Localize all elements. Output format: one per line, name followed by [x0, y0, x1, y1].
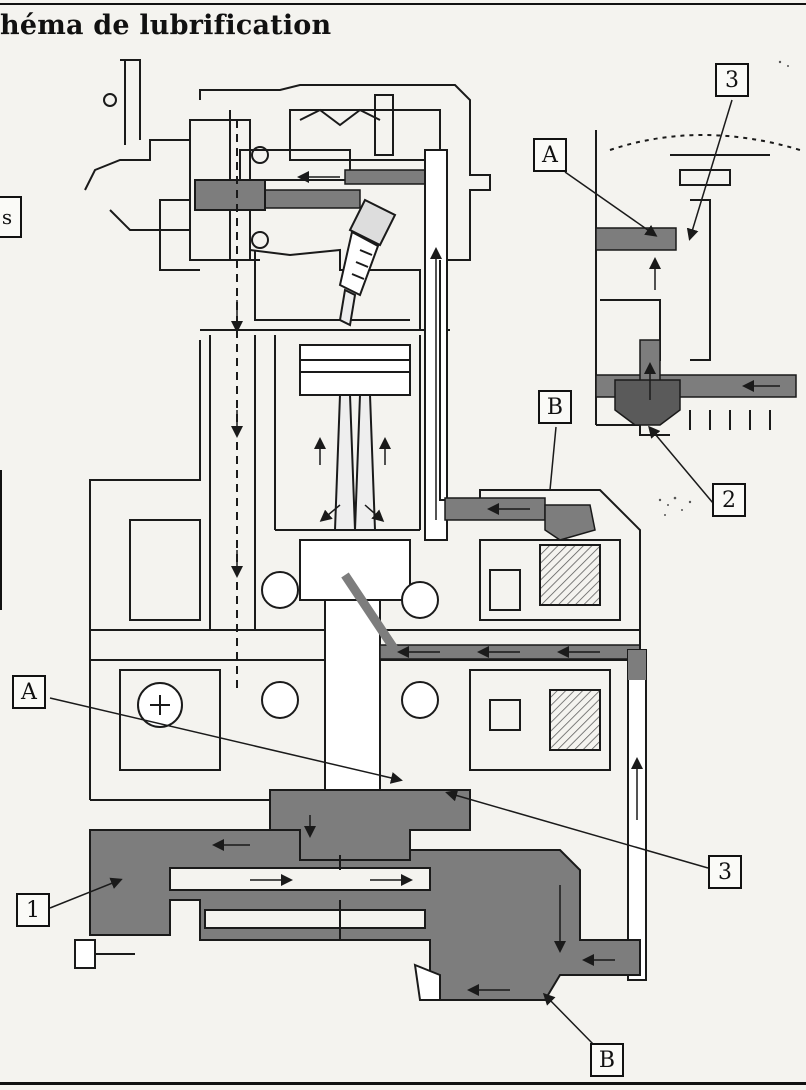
callout-bot-1: 1 — [16, 893, 50, 927]
inset-pump-chamber — [614, 379, 681, 426]
callout-top-B-text: B — [546, 394, 564, 420]
callout-top-B: B — [538, 390, 572, 424]
callout-top-A: A — [533, 138, 567, 172]
callout-bot-B-text: B — [598, 1047, 616, 1073]
left-gear-mechanism — [84, 59, 269, 271]
crank-splash-arrow-left — [319, 504, 341, 522]
head-oil-gallery — [264, 189, 361, 209]
left-border-line — [0, 470, 2, 610]
crank-splash-arrow-right — [364, 504, 385, 522]
pump-shaft — [169, 867, 431, 891]
crank-oil-feed — [341, 572, 399, 653]
top-border-line — [0, 3, 806, 5]
edge-label-text: s — [1, 205, 13, 229]
upper-right-oil-pocket — [544, 504, 596, 541]
callout-mid-A: A — [12, 675, 46, 709]
callout-mid-3: 3 — [708, 855, 742, 889]
bottom-border-line — [0, 1082, 806, 1085]
edge-label-tab: s — [0, 196, 22, 238]
clutch-housing — [439, 260, 641, 860]
callout-top-3-text: 3 — [725, 67, 739, 93]
page-title: héma de lubrification — [0, 10, 332, 41]
spark-plug — [338, 198, 397, 327]
callout-mid-3-text: 3 — [718, 859, 732, 885]
callout-top-A-text: A — [542, 142, 558, 168]
callout-top-2: 2 — [712, 483, 746, 517]
callout-top-2-text: 2 — [722, 487, 736, 513]
crankshaft-assembly — [90, 539, 640, 791]
pump-lower-shaft — [204, 909, 426, 929]
callout-top-3: 3 — [715, 63, 749, 97]
drain-bolt — [74, 939, 135, 969]
scan-speckles — [658, 60, 789, 516]
inset-upper-gallery — [595, 227, 677, 251]
callout-bot-B: B — [590, 1043, 624, 1077]
oil-strainer-pickup — [413, 963, 441, 1001]
piston — [299, 344, 411, 531]
callout-leaders — [49, 99, 733, 1047]
callout-mid-A-text: A — [21, 679, 37, 705]
callout-bot-1-text: 1 — [26, 897, 40, 923]
